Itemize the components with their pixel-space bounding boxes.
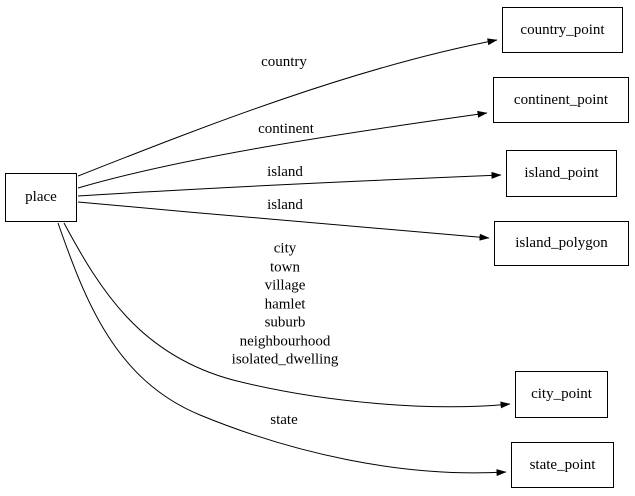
- node-state-point-label: state_point: [529, 456, 596, 473]
- node-country-point: country_point: [502, 7, 623, 53]
- edge-label-city-group: city town village hamlet suburb neighbou…: [231, 240, 339, 368]
- edge-label-island-point: island: [267, 163, 303, 180]
- edge-label-continent: continent: [258, 120, 314, 137]
- edge-place-city-point: [63, 222, 511, 409]
- edge-place-island-point: [77, 171, 502, 197]
- node-country-point-label: country_point: [520, 21, 605, 38]
- node-city-point: city_point: [515, 371, 608, 418]
- node-continent-point: continent_point: [493, 77, 629, 123]
- edge-place-continent-point: [77, 110, 488, 189]
- node-state-point: state_point: [511, 442, 614, 488]
- edge-place-state-point: [57, 222, 507, 477]
- edge-label-island-polygon: island: [267, 196, 303, 213]
- node-place: place: [5, 173, 77, 222]
- node-island-polygon: island_polygon: [494, 221, 629, 266]
- node-island-point-label: island_point: [524, 165, 599, 181]
- edge-label-country: country: [261, 53, 307, 70]
- edge-place-country-point: [77, 38, 498, 177]
- edge-label-state: state: [270, 411, 298, 428]
- edge-place-island-polygon: [77, 201, 490, 241]
- node-island-point: island_point: [506, 150, 617, 197]
- node-island-polygon-label: island_polygon: [515, 235, 608, 251]
- node-city-point-label: city_point: [531, 386, 592, 402]
- node-continent-point-label: continent_point: [513, 91, 609, 108]
- node-place-label: place: [25, 189, 57, 205]
